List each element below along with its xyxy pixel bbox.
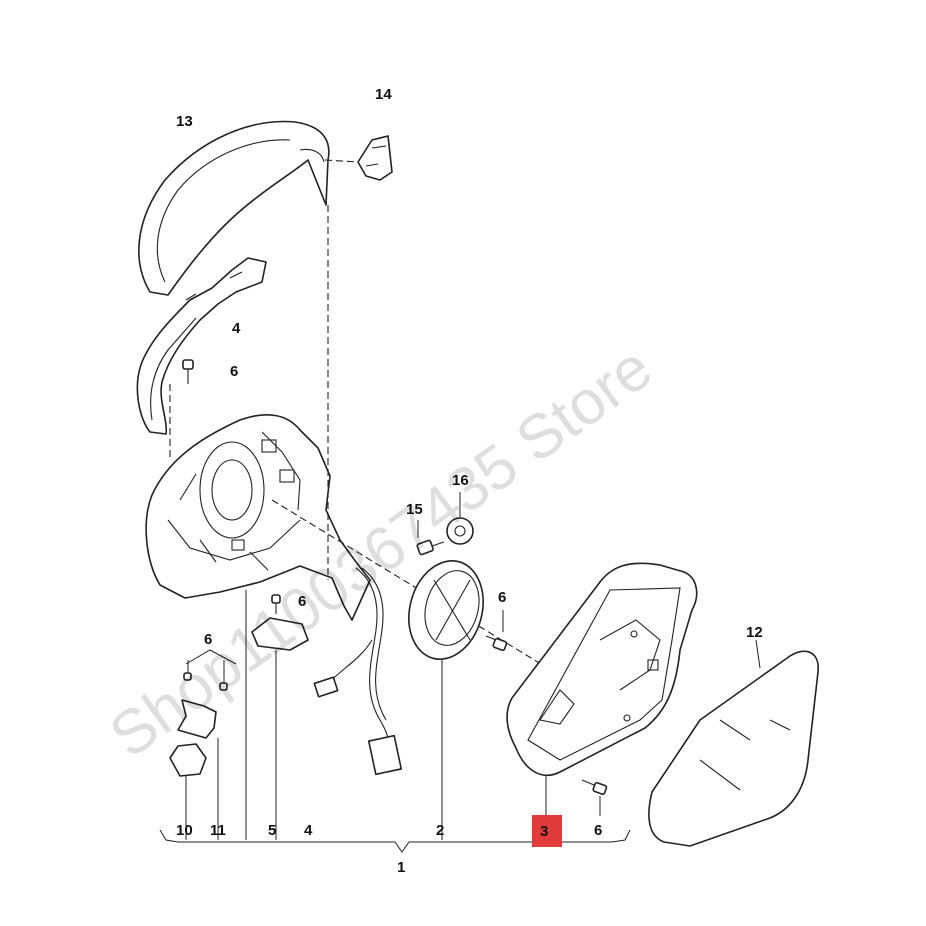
mirror-housing [145, 414, 371, 621]
part-5-motor [251, 594, 309, 840]
highlight-box [532, 815, 562, 847]
part-3-carrier [506, 562, 698, 816]
label-13: 13 [176, 113, 193, 130]
label-6-b: 6 [298, 593, 306, 610]
label-6-c: 6 [498, 589, 506, 606]
part-11-bracket [177, 649, 237, 840]
label-6-e: 6 [594, 822, 602, 839]
part-6-screw-c [581, 779, 608, 816]
part-15-screw [416, 520, 445, 556]
label-11: 11 [210, 822, 226, 839]
label-4-top: 4 [232, 320, 241, 337]
part-16-washer [446, 492, 474, 545]
part-10-lamp [169, 590, 247, 840]
label-6-d: 6 [204, 631, 212, 648]
part-6-screw-a [169, 359, 194, 458]
label-14: 14 [375, 86, 392, 103]
part-14-clip [324, 135, 393, 181]
label-10: 10 [176, 822, 193, 839]
label-6-a: 6 [230, 363, 238, 380]
part-13-mirror-cap [138, 120, 330, 296]
label-3: 3 [540, 823, 548, 840]
label-12: 12 [746, 624, 763, 641]
part-12-mirror-glass [648, 639, 819, 847]
label-1: 1 [397, 859, 405, 876]
part-4-turn-signal [136, 257, 267, 435]
part-6-screw-b [485, 610, 508, 651]
label-2: 2 [436, 822, 444, 839]
label-4: 4 [304, 822, 313, 839]
label-5: 5 [268, 822, 276, 839]
label-15: 15 [406, 501, 423, 518]
group-bracket [159, 829, 631, 853]
part-2-adjuster [408, 560, 484, 840]
wiring-harness [313, 567, 403, 776]
label-16: 16 [452, 472, 469, 489]
